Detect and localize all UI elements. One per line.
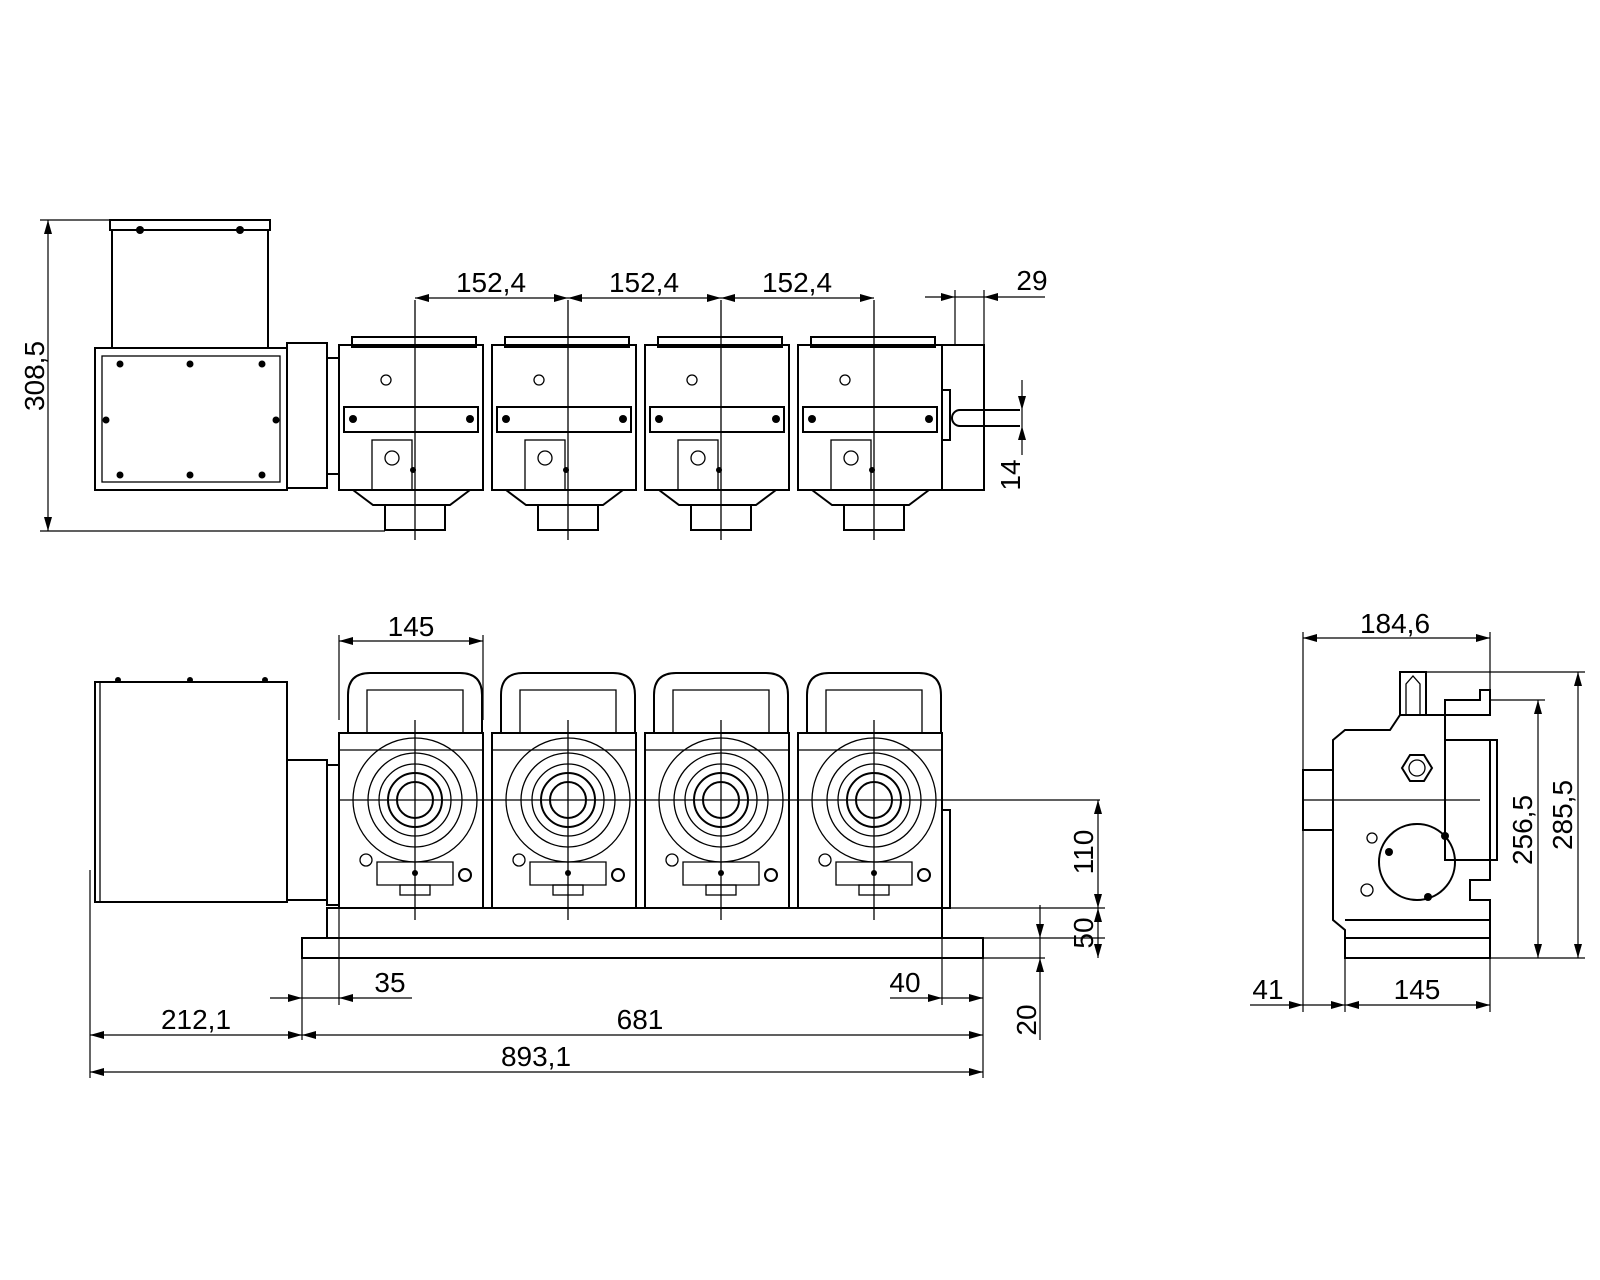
dim-overall-height-top: 308,5 <box>19 341 50 411</box>
top-view-unit-3 <box>644 336 790 531</box>
dim-base-length: 681 <box>617 1004 664 1035</box>
top-view-end-bracket <box>941 344 1020 491</box>
top-view-end-offset-dimension: 29 <box>925 265 1048 345</box>
top-view-unit-4 <box>797 336 943 531</box>
dim-side-overall-height: 285,5 <box>1547 780 1578 850</box>
dim-motor-offset: 212,1 <box>161 1004 231 1035</box>
top-view-pitch-dimensions: 152,4 152,4 152,4 <box>415 267 874 302</box>
dim-right-margin: 40 <box>889 967 920 998</box>
dim-slot-width: 14 <box>995 459 1026 490</box>
side-view-base-dimensions: 41 145 <box>1250 830 1491 1012</box>
front-view-motor <box>94 677 340 906</box>
front-view-margin-dimensions: 35 40 <box>270 908 984 1078</box>
dim-plate-thickness: 20 <box>1011 1004 1042 1035</box>
top-view: 152,4 152,4 152,4 29 14 308,5 <box>19 219 1048 540</box>
top-view-motor <box>94 219 340 491</box>
front-view-unit-width-dimension: 145 <box>338 611 484 720</box>
front-view-unit-4 <box>797 672 943 909</box>
dim-pitch-1: 152,4 <box>456 267 526 298</box>
top-view-unit-2 <box>491 336 637 531</box>
top-view-slot-dimension: 14 <box>995 380 1026 491</box>
front-view-unit-3 <box>644 672 790 909</box>
front-view-height-dimensions: 110 50 20 <box>950 800 1105 1040</box>
dim-side-base-width: 145 <box>1394 974 1441 1005</box>
dim-unit-width: 145 <box>388 611 435 642</box>
dim-pitch-2: 152,4 <box>609 267 679 298</box>
front-view-end-cap <box>941 809 951 909</box>
dim-axis-to-top: 256,5 <box>1507 795 1538 865</box>
dim-side-overall-width: 184,6 <box>1360 608 1430 639</box>
dim-pitch-3: 152,4 <box>762 267 832 298</box>
dim-overall-length: 893,1 <box>501 1041 571 1072</box>
top-view-unit-1 <box>338 336 484 531</box>
side-view-body <box>1302 671 1498 959</box>
side-view: 184,6 41 145 256,5 285,5 <box>1250 608 1585 1012</box>
front-view-length-dimensions: 212,1 681 893,1 <box>89 870 983 1078</box>
front-view-unit-1 <box>338 672 484 909</box>
front-view-unit-2 <box>491 672 637 909</box>
side-view-height-dimensions: 256,5 285,5 <box>1426 671 1585 959</box>
side-view-width-dimension: 184,6 <box>1302 608 1491 770</box>
dim-end-offset: 29 <box>1016 265 1047 296</box>
dim-axis-height: 110 <box>1068 830 1099 875</box>
dim-left-margin: 35 <box>374 967 405 998</box>
front-view: 145 110 50 20 35 <box>89 611 1105 1078</box>
dim-base-block-height: 50 <box>1068 917 1099 948</box>
dim-spindle-stickout: 41 <box>1252 974 1283 1005</box>
top-view-height-dimension: 308,5 <box>19 219 385 532</box>
front-view-base <box>301 907 984 959</box>
